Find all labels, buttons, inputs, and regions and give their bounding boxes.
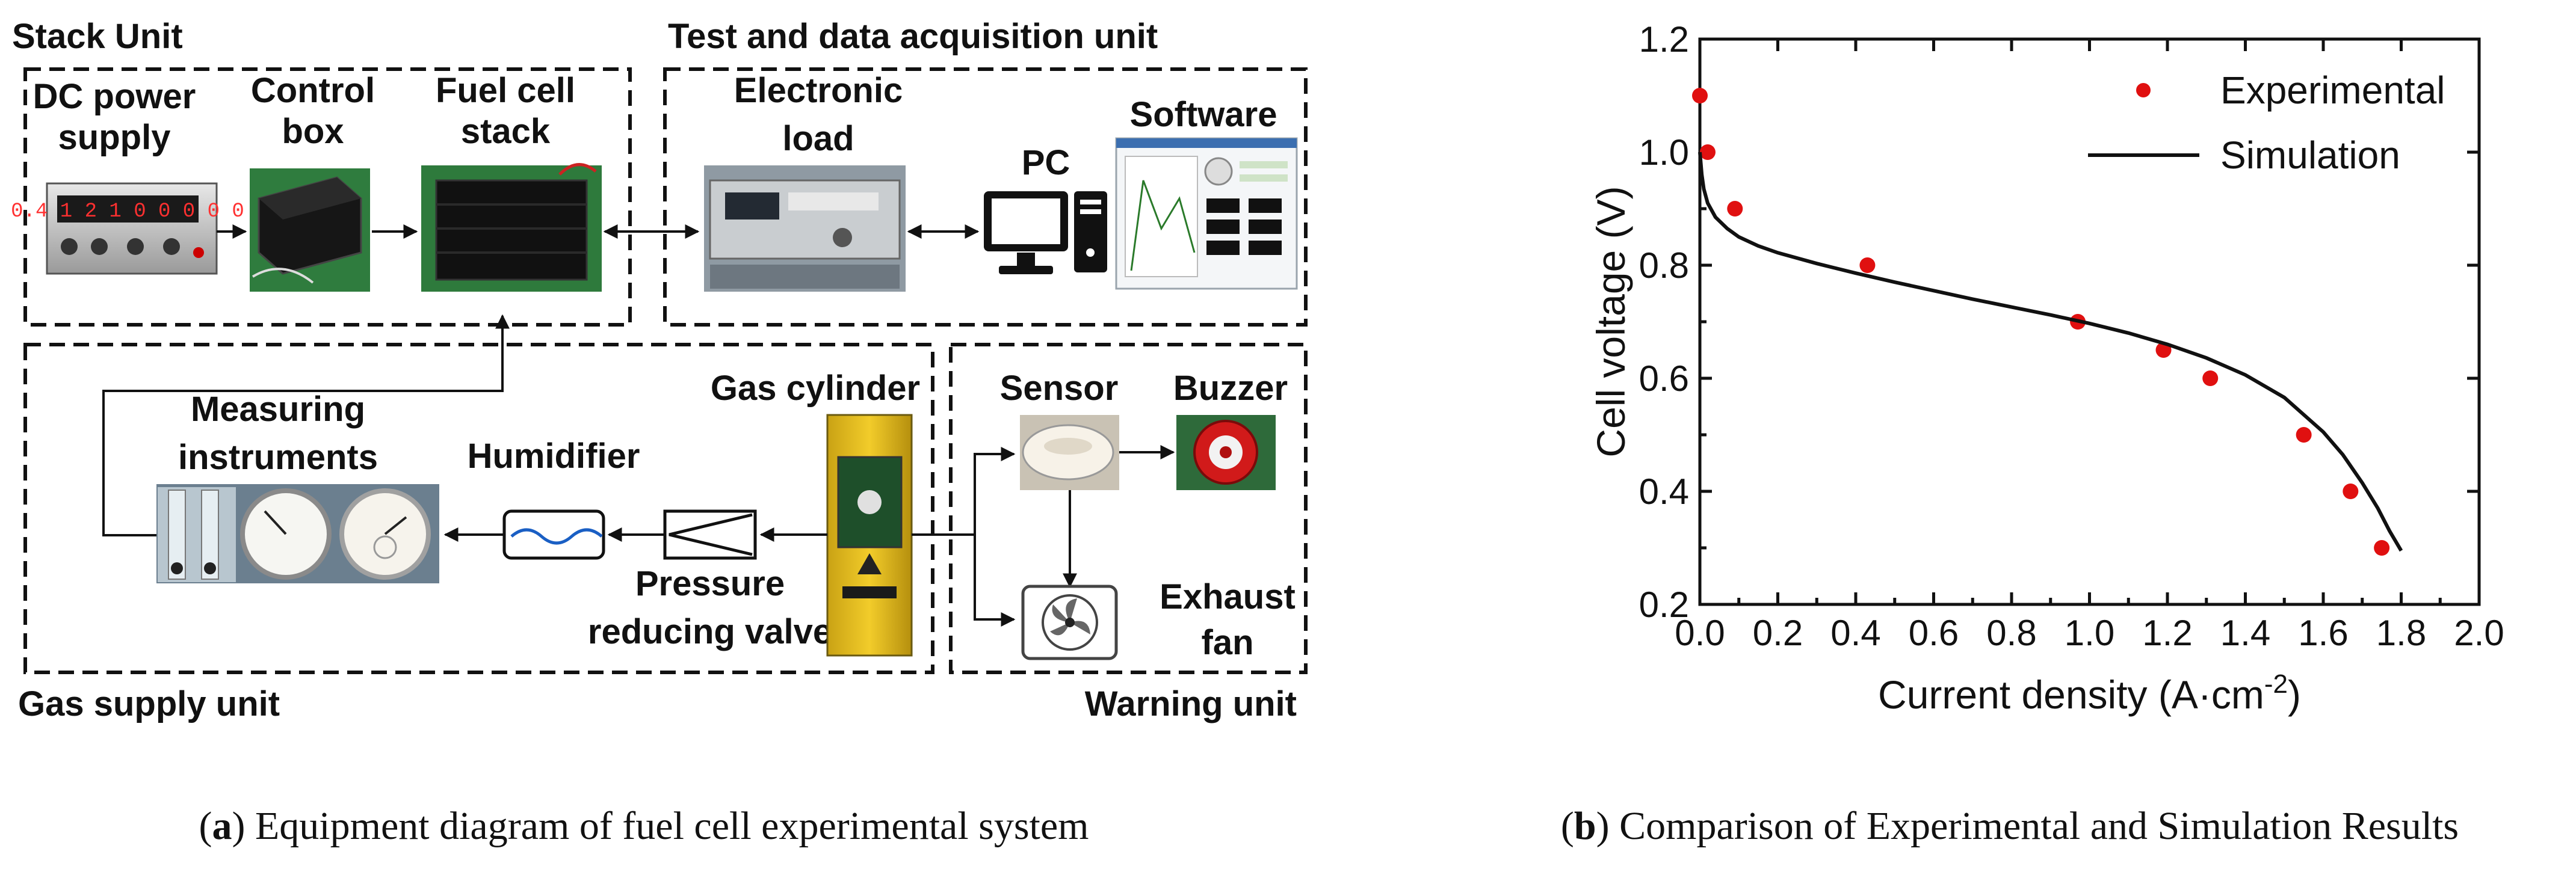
control-box-label-2: box: [282, 112, 344, 151]
pressure-valve-symbol: [663, 509, 757, 560]
experimental-point: [1699, 144, 1716, 160]
exhaust-fan-icon: [1021, 585, 1118, 660]
y-tick-label: 0.4: [1639, 471, 1689, 512]
caption-b: (b) Comparison of Experimental and Simul…: [1561, 804, 2459, 848]
x-tick-label: 1.2: [2142, 613, 2192, 653]
load-label-2: load: [782, 119, 854, 158]
buzzer-image: [1176, 415, 1276, 490]
stack-unit-box: [23, 67, 632, 327]
warning-unit-title: Warning unit: [1085, 684, 1297, 723]
gas-unit-title: Gas supply unit: [18, 684, 280, 723]
equipment-diagram: Stack Unit Test and data acquisition uni…: [11, 17, 1308, 848]
buzzer-label: Buzzer: [1173, 369, 1288, 408]
load-label-1: Electronic: [734, 71, 903, 110]
experimental-point: [2202, 370, 2219, 386]
measuring-label-1: Measuring: [191, 390, 365, 429]
humidifier-label: Humidifier: [468, 437, 640, 476]
gas-feed-line: [102, 314, 510, 536]
x-axis-label-end: ): [2288, 672, 2301, 717]
caption-a-tag: a: [212, 804, 232, 848]
test-unit-title: Test and data acquisition unit: [668, 17, 1158, 56]
experimental-point: [2374, 540, 2390, 556]
x-tick-label: 1.0: [2065, 613, 2114, 653]
measuring-instruments-image: [156, 484, 439, 583]
stack-unit-title: Stack Unit: [12, 17, 183, 56]
fuel-cell-label-2: stack: [461, 112, 551, 151]
arrow-to-fan: [974, 535, 1016, 627]
experimental-point: [1859, 257, 1876, 273]
legend-label-experimental: Experimental: [2220, 69, 2445, 112]
dc-readout: 0.4 1 2 1 0 0 0 0 0: [11, 200, 244, 223]
x-tick-label: 2.0: [2454, 613, 2504, 653]
x-axis-label: Current density (A·cm-2): [1878, 669, 2301, 717]
test-unit-box: [663, 67, 1308, 327]
gas-unit-box: [23, 343, 934, 674]
legend-label-simulation: Simulation: [2220, 134, 2400, 177]
chart-series-layer: [1692, 88, 2403, 556]
software-image: [1115, 137, 1298, 290]
y-tick-label: 1.2: [1639, 19, 1689, 60]
experimental-point: [1692, 88, 1708, 103]
y-tick-label: 0.8: [1639, 245, 1689, 286]
sensor-image: [1020, 415, 1119, 490]
x-tick-label: 0.0: [1675, 613, 1725, 653]
x-tick-label: 1.8: [2376, 613, 2426, 653]
fuel-cell-stack-image: [421, 163, 602, 292]
measuring-label-2: instruments: [178, 438, 378, 477]
x-axis-label-main: Current density (A·cm: [1878, 672, 2264, 717]
caption-b-text: Comparison of Experimental and Simulatio…: [1619, 804, 2459, 848]
legend-marker-experimental: [2136, 83, 2151, 97]
experimental-point: [1727, 201, 1743, 216]
warning-unit-box: [949, 343, 1308, 674]
y-tick-label: 0.6: [1639, 358, 1689, 399]
simulation-curve: [1698, 152, 2403, 552]
x-tick-label: 0.4: [1830, 613, 1880, 653]
experimental-point: [2296, 427, 2312, 443]
software-label: Software: [1130, 95, 1277, 134]
x-tick-label: 1.6: [2298, 613, 2348, 653]
caption-a-text: Equipment diagram of fuel cell experimen…: [255, 804, 1089, 848]
caption-b-tag: b: [1574, 804, 1596, 848]
y-tick-label: 0.2: [1639, 585, 1689, 625]
humidifier-symbol: [502, 509, 605, 560]
x-tick-label: 0.8: [1986, 613, 2036, 653]
pc-icon: [984, 191, 1107, 274]
dc-power-supply-image: 0.4 1 2 1 0 0 0 0 0: [11, 182, 244, 275]
dc-power-label-1: DC power: [33, 77, 196, 116]
sensor-label: Sensor: [1000, 369, 1119, 408]
experimental-point: [2343, 484, 2359, 499]
control-box-image: [250, 168, 370, 292]
arrow-to-sensor: [974, 447, 1016, 535]
chart-legend: Experimental Simulation: [2088, 69, 2445, 177]
fuel-cell-label-1: Fuel cell: [436, 71, 575, 110]
exhaust-fan-label-2: fan: [1202, 623, 1254, 662]
x-axis-label-sup: -2: [2264, 669, 2288, 699]
x-tick-label: 0.6: [1909, 613, 1959, 653]
caption-a: (a) Equipment diagram of fuel cell exper…: [199, 804, 1089, 848]
x-tick-label: 1.4: [2220, 613, 2270, 653]
dc-power-label-2: supply: [58, 118, 171, 157]
gas-cylinder-image: [826, 414, 913, 657]
exhaust-fan-label-1: Exhaust: [1160, 577, 1296, 616]
y-axis-label: Cell voltage (V): [1589, 186, 1633, 457]
valve-label-1: Pressure: [635, 564, 785, 603]
y-tick-label: 1.0: [1639, 132, 1689, 173]
valve-label-2: reducing valve: [588, 612, 832, 651]
pc-label: PC: [1022, 143, 1070, 182]
x-tick-label: 0.2: [1753, 613, 1803, 653]
electronic-load-image: [704, 165, 906, 292]
gas-cylinder-label: Gas cylinder: [711, 369, 920, 408]
control-box-label-1: Control: [251, 71, 375, 110]
